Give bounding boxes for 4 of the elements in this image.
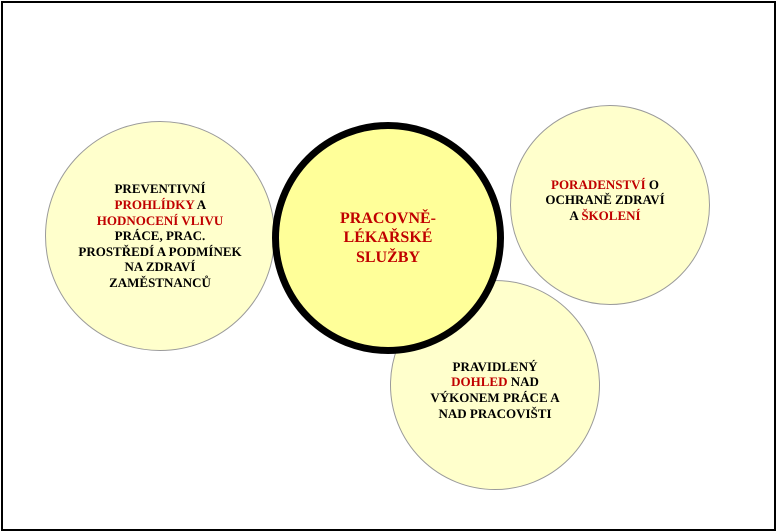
node-text: PORADENSTVÍ O OCHRANĚ ZDRAVÍ A ŠKOLENÍ (544, 176, 666, 224)
node-text: PRAVIDLENÝ DOHLED NAD VÝKONEM PRÁCE A NAD PRACOVIŠTI (429, 358, 561, 422)
node-text: PREVENTIVNÍ PROHLÍDKY A HODNOCENÍ VLIVU PRÁCE, PRAC. PROSTŘEDÍ A PODMÍNEK NA ZDRAVÍ ZAMĚSTNANCŮ (78, 181, 242, 291)
node-text: PRACOVNĚ-LÉKAŘSKÉ SLUŽBY (339, 209, 437, 267)
